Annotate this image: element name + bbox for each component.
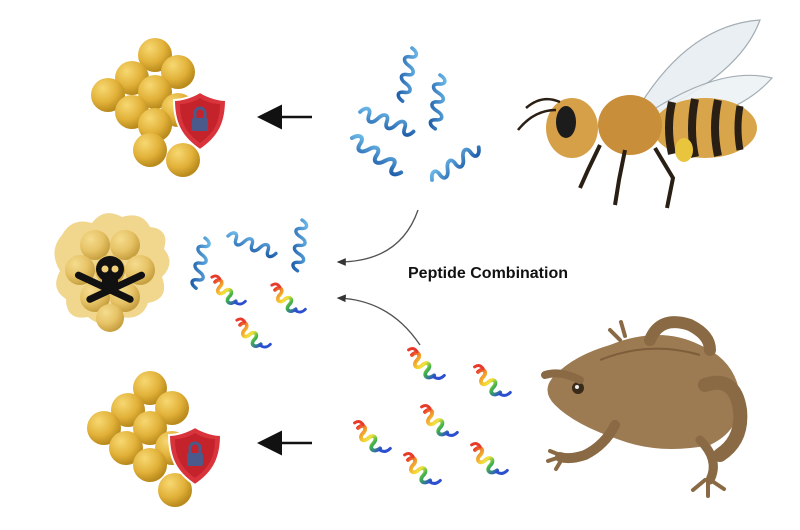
bee-peptides	[346, 45, 484, 187]
frog-peptides	[352, 346, 513, 486]
combined-peptides	[189, 217, 309, 349]
skull-crossbones-icon	[74, 256, 146, 303]
honeybee-icon	[517, 19, 774, 209]
arrow-combine-from-frog	[336, 294, 421, 346]
arrow-combine-from-bee	[336, 209, 419, 266]
shield-lock-icon	[172, 90, 228, 152]
peptide-combination-label: Peptide Combination	[408, 265, 568, 282]
frog-icon	[541, 316, 748, 498]
